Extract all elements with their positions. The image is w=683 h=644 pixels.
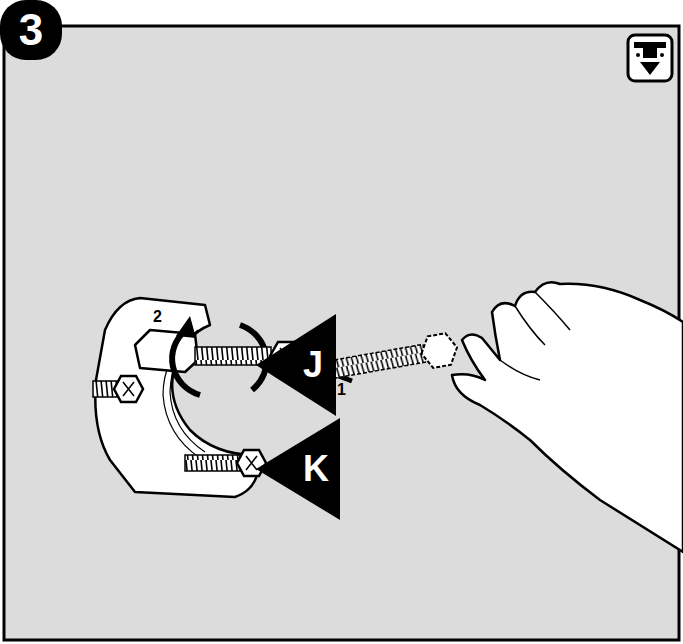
shape-fill xyxy=(0,0,62,60)
callout-number: 1 xyxy=(337,382,346,398)
part-label: K xyxy=(256,418,340,520)
rotation-arrow xyxy=(172,330,200,395)
part-label-text: K xyxy=(303,451,329,487)
shape-fill xyxy=(256,418,340,520)
bolt xyxy=(93,376,143,402)
flange xyxy=(95,298,258,497)
install-icon xyxy=(628,35,672,81)
step-number: 3 xyxy=(0,0,62,60)
pointer-triangle xyxy=(256,314,336,416)
arrow-head xyxy=(176,316,196,338)
hand xyxy=(452,282,683,552)
step-number-text: 3 xyxy=(19,8,43,52)
shape-fill xyxy=(256,314,336,416)
callout-number: 2 xyxy=(153,309,162,325)
part-label: J xyxy=(256,314,336,416)
part-label-text: J xyxy=(303,347,323,383)
bolt xyxy=(185,450,266,476)
